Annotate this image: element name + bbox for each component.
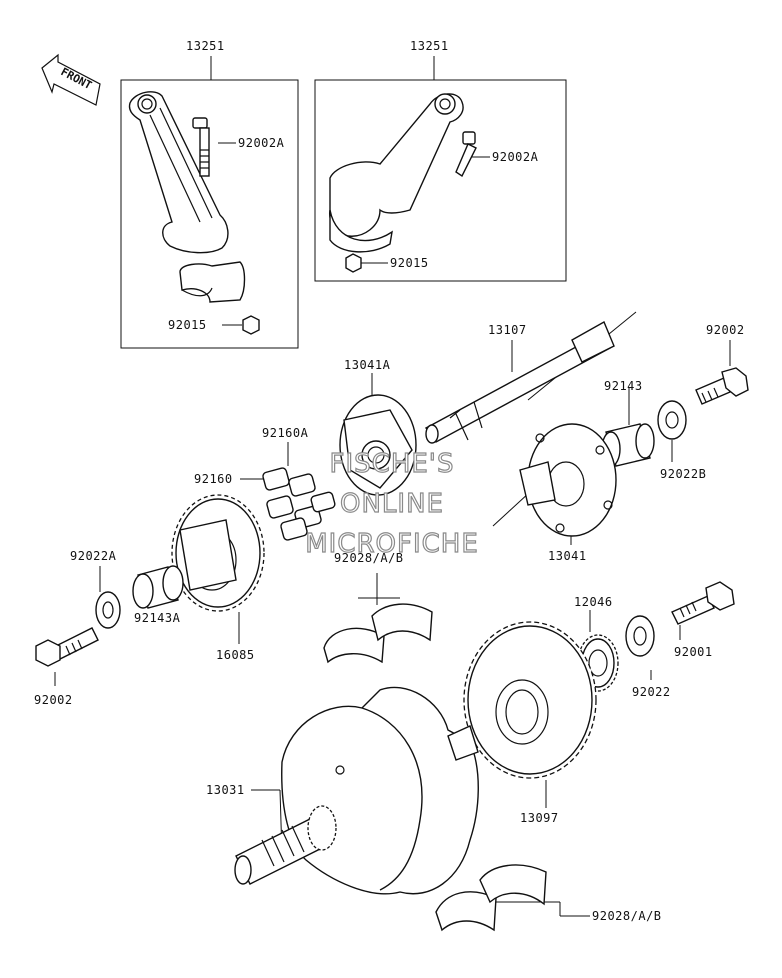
label-bearing-bottom: 92028/A/B	[592, 909, 662, 923]
bearing-shells-mid	[323, 603, 433, 664]
label-washer-92022: 92022	[632, 685, 671, 699]
watermark: FISCHE'S ONLINE MICROFICHE	[305, 448, 479, 559]
label-gear-12046: 12046	[574, 595, 613, 609]
bolt-left	[192, 117, 210, 177]
part-labels: 13251 13251 92002A 92002A 92015 92015 13…	[34, 39, 745, 923]
label-bolt-top-right: 92002	[706, 323, 745, 337]
watermark-line-3: MICROFICHE	[305, 529, 479, 559]
watermark-line-1: FISCHE'S	[330, 449, 455, 479]
label-flange-13041a: 13041A	[344, 358, 391, 372]
conrod-left-box	[120, 79, 299, 349]
bolt-bottom-left	[35, 627, 99, 667]
label-bolt-92001: 92001	[674, 645, 713, 659]
damper-rubbers	[262, 467, 336, 541]
bolt-92001	[671, 581, 735, 625]
cap-left	[179, 261, 246, 303]
label-washer-92022a: 92022A	[70, 549, 117, 563]
bolt-right	[455, 131, 477, 178]
front-arrow-icon: FRONT	[41, 53, 101, 106]
gear-16085	[171, 494, 265, 612]
label-collar-92143: 92143	[604, 379, 643, 393]
label-gear-16085: 16085	[216, 648, 255, 662]
flange-13041	[519, 423, 617, 537]
nut-left	[242, 315, 260, 335]
washer-92022a	[95, 591, 121, 629]
shaft	[424, 321, 615, 444]
bearing-shells-bottom	[435, 864, 547, 932]
label-shaft: 13107	[488, 323, 527, 337]
label-bolt-bottom-left: 92002	[34, 693, 73, 707]
collar-92143	[601, 423, 655, 467]
flange-13041a	[339, 394, 417, 496]
label-conrod-right: 13251	[410, 39, 449, 53]
leader-lines	[54, 56, 731, 917]
gear-13097	[463, 621, 597, 779]
watermark-line-2: ONLINE	[340, 489, 444, 519]
label-conrod-left: 13251	[186, 39, 225, 53]
collar-92143a	[132, 565, 184, 609]
label-nut-left: 92015	[168, 318, 207, 332]
nut-right	[345, 253, 362, 273]
crankshaft	[234, 686, 479, 895]
label-flange-13041: 13041	[548, 549, 587, 563]
bolt-top-right	[695, 367, 749, 405]
label-bearing-mid: 92028/A/B	[334, 551, 404, 565]
washer-92022b	[657, 400, 687, 440]
label-collar-92143a: 92143A	[134, 611, 181, 625]
conrod-right	[329, 93, 464, 253]
label-bolt-left: 92002A	[238, 136, 285, 150]
label-washer-92022b: 92022B	[660, 467, 706, 481]
front-label: FRONT	[59, 65, 95, 92]
conrod-right-box	[314, 79, 567, 282]
label-nut-right: 92015	[390, 256, 429, 270]
label-crankshaft: 13031	[206, 783, 245, 797]
label-damper-92160a: 92160A	[262, 426, 309, 440]
washer-92022	[625, 615, 655, 657]
label-damper-92160: 92160	[194, 472, 233, 486]
label-bolt-right: 92002A	[492, 150, 539, 164]
label-gear-13097: 13097	[520, 811, 559, 825]
conrod-left	[128, 91, 229, 254]
